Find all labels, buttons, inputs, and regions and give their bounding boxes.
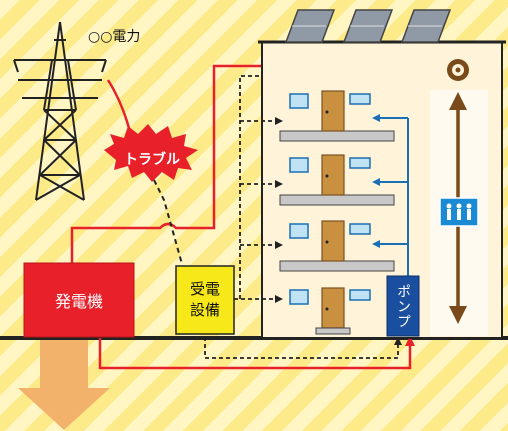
generator-power-line [70, 64, 440, 263]
trouble-label: トラブル [124, 152, 180, 168]
water-arrows [372, 114, 380, 248]
arrow-to-pump [405, 336, 415, 346]
generator-label: 発電機 [54, 292, 103, 311]
floor-4-ground [289, 287, 371, 335]
pump-label: ポンプ [395, 283, 411, 329]
floor-2 [289, 154, 371, 196]
floor-power-arrows [275, 117, 283, 303]
elevator-icon [439, 197, 479, 227]
trouble-to-receiving-line [149, 171, 183, 265]
pump-box [386, 275, 420, 337]
arrow-dash-pump [394, 337, 402, 345]
generator-box [23, 262, 135, 338]
floor-3 [289, 220, 371, 262]
power-receiving-label: 受電 設備 [189, 280, 220, 319]
solar-panel-icon [284, 9, 452, 43]
power-company-label: ○○電力 [88, 29, 141, 45]
down-arrow-icon [18, 340, 110, 430]
receiving-to-pump-line [204, 337, 399, 359]
elevator-arrow-down [449, 306, 467, 324]
floor-power-lines [234, 120, 276, 300]
burst-icon [104, 124, 198, 182]
water-supply-lines [378, 117, 409, 276]
elevator-arrow-up [449, 92, 467, 110]
floor-1-top [289, 90, 371, 132]
power-receiving-box [175, 265, 235, 335]
power-tower-icon [13, 21, 107, 201]
generator-to-pump-line [98, 338, 412, 370]
pulley-icon [447, 59, 469, 81]
